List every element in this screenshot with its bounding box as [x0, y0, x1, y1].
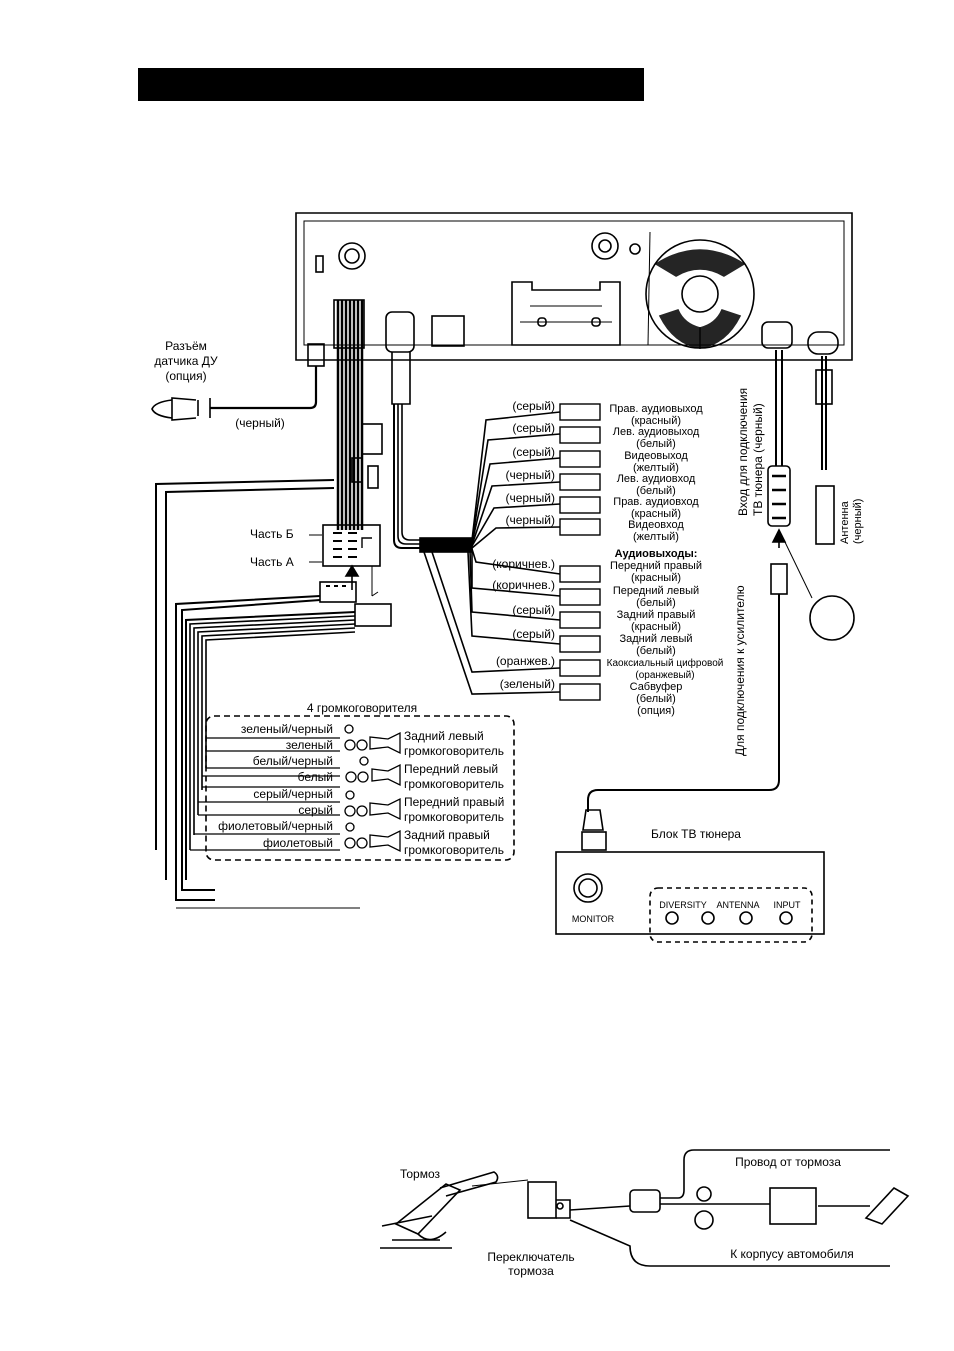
rca-function-label: Лев. аудиовыход: [613, 426, 700, 438]
tv-input-label-1: Вход для подключения: [736, 388, 750, 516]
rca-plugs: [559, 403, 601, 701]
rca-function-color: (белый): [636, 693, 676, 705]
speaker-box: [205, 715, 515, 861]
rca-function-label: Задний левый: [619, 633, 692, 645]
rca-color-label: (коричнев.): [492, 578, 555, 592]
rca-color-label: (коричнев.): [492, 557, 555, 571]
rca-function-color: (красный): [631, 621, 681, 633]
speaker-name: Задний правый: [404, 828, 490, 842]
rca-function-color: (белый): [636, 645, 676, 657]
speaker-name: Задний левый: [404, 729, 484, 743]
tv-antenna-cables: [581, 350, 855, 851]
rca-function-label: Прав. аудиовход: [613, 496, 699, 508]
main-harness: [155, 299, 392, 909]
rca-color-label: (серый): [512, 603, 555, 617]
speaker-wire-label: серый: [298, 803, 333, 817]
rca-color-label: (серый): [512, 445, 555, 459]
remote-sensor-label-2: датчика ДУ: [154, 354, 218, 368]
page-title-bar: [138, 68, 644, 101]
brake-section: [380, 1149, 910, 1267]
brake-wire-label: Провод от тормоза: [735, 1155, 841, 1169]
speaker-wire-label: белый/черный: [253, 754, 333, 768]
rca-function-note: (опция): [637, 705, 675, 717]
rca-color-label: (черный): [505, 468, 555, 482]
rca-function-color: (красный): [631, 508, 681, 520]
rca-color-label: (серый): [512, 399, 555, 413]
rca-function-label: Видеовход: [628, 519, 684, 531]
tv-box-title: Блок ТВ тюнера: [651, 827, 741, 841]
remote-sensor-label-3: (опция): [165, 369, 206, 383]
speaker-symbols: [344, 724, 401, 853]
brake-switch-label-1: Переключатель: [487, 1250, 574, 1264]
speaker-name: Передний правый: [404, 795, 504, 809]
tv-box-monitor-label: MONITOR: [572, 914, 615, 924]
audio-outputs-header: Аудиовыходы:: [615, 548, 698, 560]
speaker-name-labels: Задний левый громкоговоритель Передний л…: [404, 729, 504, 857]
rca-function-color: (красный): [631, 415, 681, 427]
antenna-label-2: (черный): [852, 499, 864, 544]
speaker-name: Передний левый: [404, 762, 498, 776]
rca-function-color: (красный): [631, 572, 681, 584]
speaker-wire-label: серый/черный: [253, 787, 333, 801]
rca-function-color: (белый): [636, 438, 676, 450]
antenna-label-1: Антенна: [839, 500, 851, 544]
amp-connection-label: Для подключения к усилителю: [733, 585, 747, 756]
speaker-name: громкоговоритель: [404, 744, 504, 758]
remote-sensor-labels: Разъём датчика ДУ (опция) (черный): [154, 339, 284, 430]
speaker-name: громкоговоритель: [404, 777, 504, 791]
speaker-name: громкоговоритель: [404, 810, 504, 824]
speaker-name: громкоговоритель: [404, 843, 504, 857]
speaker-wire-label: фиолетовый/черный: [218, 819, 333, 833]
tv-input-label-2: ТВ тюнера (черный): [751, 403, 765, 516]
remote-sensor-label-1: Разъём: [165, 339, 207, 353]
head-unit: [295, 212, 853, 361]
rca-color-label: (зеленый): [500, 677, 555, 691]
remote-sensor-connector: [151, 343, 325, 421]
rca-function-label: Задний правый: [617, 609, 696, 621]
rca-function-label: Каоксиальный цифровой: [607, 657, 724, 669]
speakers-title: 4 громкоговорителя: [307, 701, 417, 715]
rca-function-color: (белый): [636, 485, 676, 497]
speaker-wire-labels: зеленый/черный зеленый белый/черный белы…: [218, 722, 333, 850]
speaker-wire-label: белый: [298, 770, 333, 784]
speaker-wire-label: зеленый: [286, 738, 333, 752]
tv-box-port-label: ANTENNA: [716, 900, 759, 910]
rca-function-label: Лев. аудиовход: [617, 473, 696, 485]
tv-box-port-label: INPUT: [774, 900, 802, 910]
ground-label: К корпусу автомобиля: [730, 1247, 854, 1261]
rca-function-color: (белый): [636, 597, 676, 609]
rca-function-label: Прав. аудиовыход: [609, 403, 703, 415]
brake-switch-label-2: тормоза: [508, 1264, 554, 1278]
rca-function-label: Передний левый: [613, 585, 699, 597]
rca-function-label: Сабвуфер: [630, 681, 683, 693]
rca-function-color: (желтый): [633, 531, 679, 543]
rca-function-labels: Прав. аудиовыход (красный) Лев. аудиовых…: [607, 403, 724, 717]
tv-box-port-label: DIVERSITY: [659, 900, 707, 910]
speaker-wire-label: зеленый/черный: [241, 722, 333, 736]
part-a-label: Часть А: [250, 555, 294, 569]
rca-function-label: Передний правый: [610, 560, 702, 572]
rca-function-color: (желтый): [633, 462, 679, 474]
rca-color-label: (черный): [505, 491, 555, 505]
tv-tuner-box-shape: [555, 851, 825, 943]
brake-label: Тормоз: [400, 1167, 441, 1181]
remote-sensor-wire-color: (черный): [235, 416, 285, 430]
rca-color-label: (серый): [512, 421, 555, 435]
rca-color-labels: (серый) (серый) (серый) (черный) (черный…: [492, 399, 555, 691]
speaker-wire-label: фиолетовый: [263, 836, 333, 850]
part-b-label: Часть Б: [250, 527, 294, 541]
rca-bundle: [385, 311, 561, 695]
rca-color-label: (черный): [505, 513, 555, 527]
rca-color-label: (оранжев.): [496, 654, 555, 668]
rca-function-color: (оранжевый): [635, 670, 694, 681]
rca-color-label: (серый): [512, 627, 555, 641]
rca-function-label: Видеовыход: [624, 450, 688, 462]
